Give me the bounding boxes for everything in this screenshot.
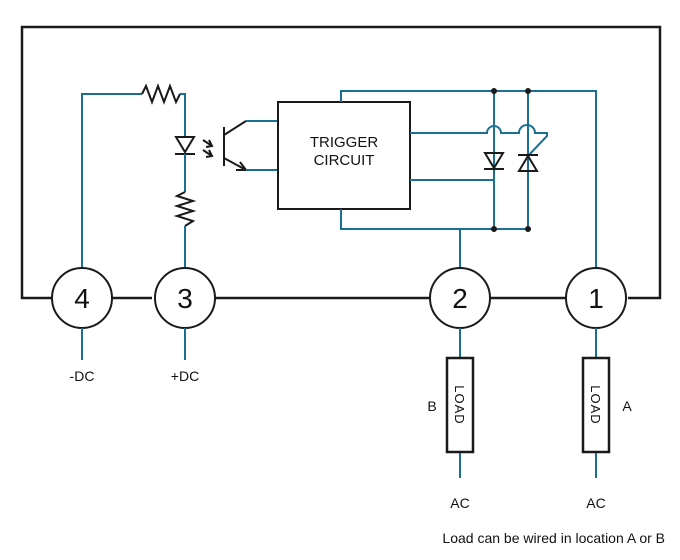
terminal-4-number: 4: [74, 283, 90, 314]
terminal-1-number: 1: [588, 283, 604, 314]
input-resistor-bottom: [173, 191, 197, 227]
junction-dots: [491, 88, 531, 232]
terminal-2[interactable]: 2: [429, 267, 491, 329]
scr-pair-icon: [483, 152, 539, 172]
input-resistor-top: [141, 83, 181, 105]
wire-neg-dc: [81, 93, 142, 268]
terminal-3-number: 3: [177, 283, 193, 314]
load-b-box: [445, 356, 475, 454]
wire-top-rail: [340, 90, 597, 268]
terminal-3[interactable]: 3: [154, 267, 216, 329]
trigger-label-line2: CIRCUIT: [314, 152, 375, 169]
led-icon: [174, 136, 214, 158]
terminal-4[interactable]: 4: [51, 267, 113, 329]
load-a-supply: AC: [586, 495, 605, 511]
neg-dc-label: -DC: [70, 368, 95, 384]
load-a-location: A: [622, 398, 632, 414]
wire-gate-upper: [410, 124, 548, 157]
wire-resistor-to-led: [180, 93, 186, 137]
wire-gate-lower: [410, 168, 495, 181]
terminal-2-number: 2: [452, 283, 468, 314]
pos-dc-label: +DC: [171, 368, 199, 384]
wiring-caption: Load can be wired in location A or B: [442, 530, 665, 546]
load-a-box: [581, 356, 611, 454]
trigger-circuit-box: [277, 101, 411, 210]
load-a-text: LOAD: [588, 385, 603, 424]
terminal-1[interactable]: 1: [565, 267, 627, 329]
load-b-location: B: [427, 398, 436, 414]
trigger-label-line1: TRIGGER: [310, 134, 379, 151]
phototransistor-icon: [223, 120, 247, 171]
load-b-supply: AC: [450, 495, 469, 511]
load-b-text: LOAD: [452, 385, 467, 424]
wire-bottom-rail: [340, 209, 528, 230]
enclosure-outline: [20, 25, 662, 300]
